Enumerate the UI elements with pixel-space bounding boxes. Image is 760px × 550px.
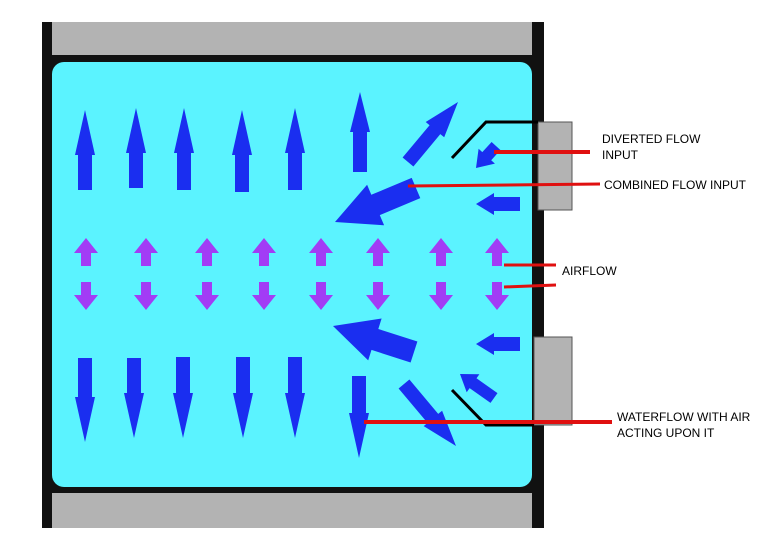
air-arrow-up [195, 238, 219, 266]
air-arrow-down [74, 282, 98, 310]
flow-arrow-inlet [476, 333, 520, 355]
lower-inlet-block [533, 336, 573, 426]
label-waterflow-line2: ACTING UPON IT [617, 426, 715, 440]
flow-arrow-down [349, 376, 369, 458]
flow-arrow-inlet [476, 193, 520, 215]
air-arrow-down [134, 282, 158, 310]
air-arrows [74, 238, 509, 310]
air-arrow-down [485, 282, 509, 310]
leader-airflow-bottom [503, 283, 557, 289]
label-combined-flow-input: COMBINED FLOW INPUT [604, 178, 747, 192]
air-arrow-down [366, 282, 390, 310]
flow-arrows [75, 92, 520, 458]
flow-arrow-combined-input [335, 177, 421, 226]
lower-diverter-line [450, 388, 534, 427]
flow-arrow-down [124, 358, 144, 438]
flow-arrow-up [232, 110, 252, 192]
upper-inlet-block [537, 121, 573, 211]
air-arrow-up [485, 238, 509, 266]
air-arrow-down [195, 282, 219, 310]
leader-combined [407, 182, 601, 188]
flow-arrow-combined-input [333, 318, 418, 363]
air-arrow-up [309, 238, 333, 266]
flow-arrow-diverted-input [460, 374, 498, 403]
air-arrow-down [429, 282, 453, 310]
flow-arrow-up [285, 108, 305, 190]
bottom-plate [52, 493, 532, 528]
air-arrow-up [252, 238, 276, 266]
air-arrow-down [252, 282, 276, 310]
air-arrow-up [134, 238, 158, 266]
flow-arrow-up [350, 92, 370, 172]
label-diverted-flow-input: DIVERTED FLOW INPUT [602, 131, 700, 163]
flow-arrow-diagonal [398, 379, 456, 446]
label-waterflow-line1: WATERFLOW WITH AIR [617, 410, 751, 424]
flow-arrow-up [174, 108, 194, 190]
label-diverted-line1: DIVERTED FLOW [602, 132, 701, 146]
label-airflow: AIRFLOW [562, 264, 617, 278]
flow-arrow-down [233, 357, 253, 438]
flow-arrow-up [75, 110, 95, 190]
flow-arrow-diagonal [402, 102, 458, 167]
air-arrow-up [366, 238, 390, 266]
water-chamber [52, 62, 532, 487]
label-waterflow-with-air: WATERFLOW WITH AIR ACTING UPON IT [617, 409, 750, 441]
air-arrow-up [74, 238, 98, 266]
flow-arrow-up [126, 108, 146, 188]
upper-diverter-line [450, 120, 538, 160]
flow-arrow-down [75, 358, 95, 442]
flow-arrow-down [173, 357, 193, 438]
label-diverted-line2: INPUT [602, 148, 638, 162]
flow-arrow-diverted-input [476, 142, 501, 168]
air-arrow-down [309, 282, 333, 310]
air-arrow-up [429, 238, 453, 266]
top-plate [52, 22, 532, 55]
flow-arrow-down [285, 357, 305, 438]
